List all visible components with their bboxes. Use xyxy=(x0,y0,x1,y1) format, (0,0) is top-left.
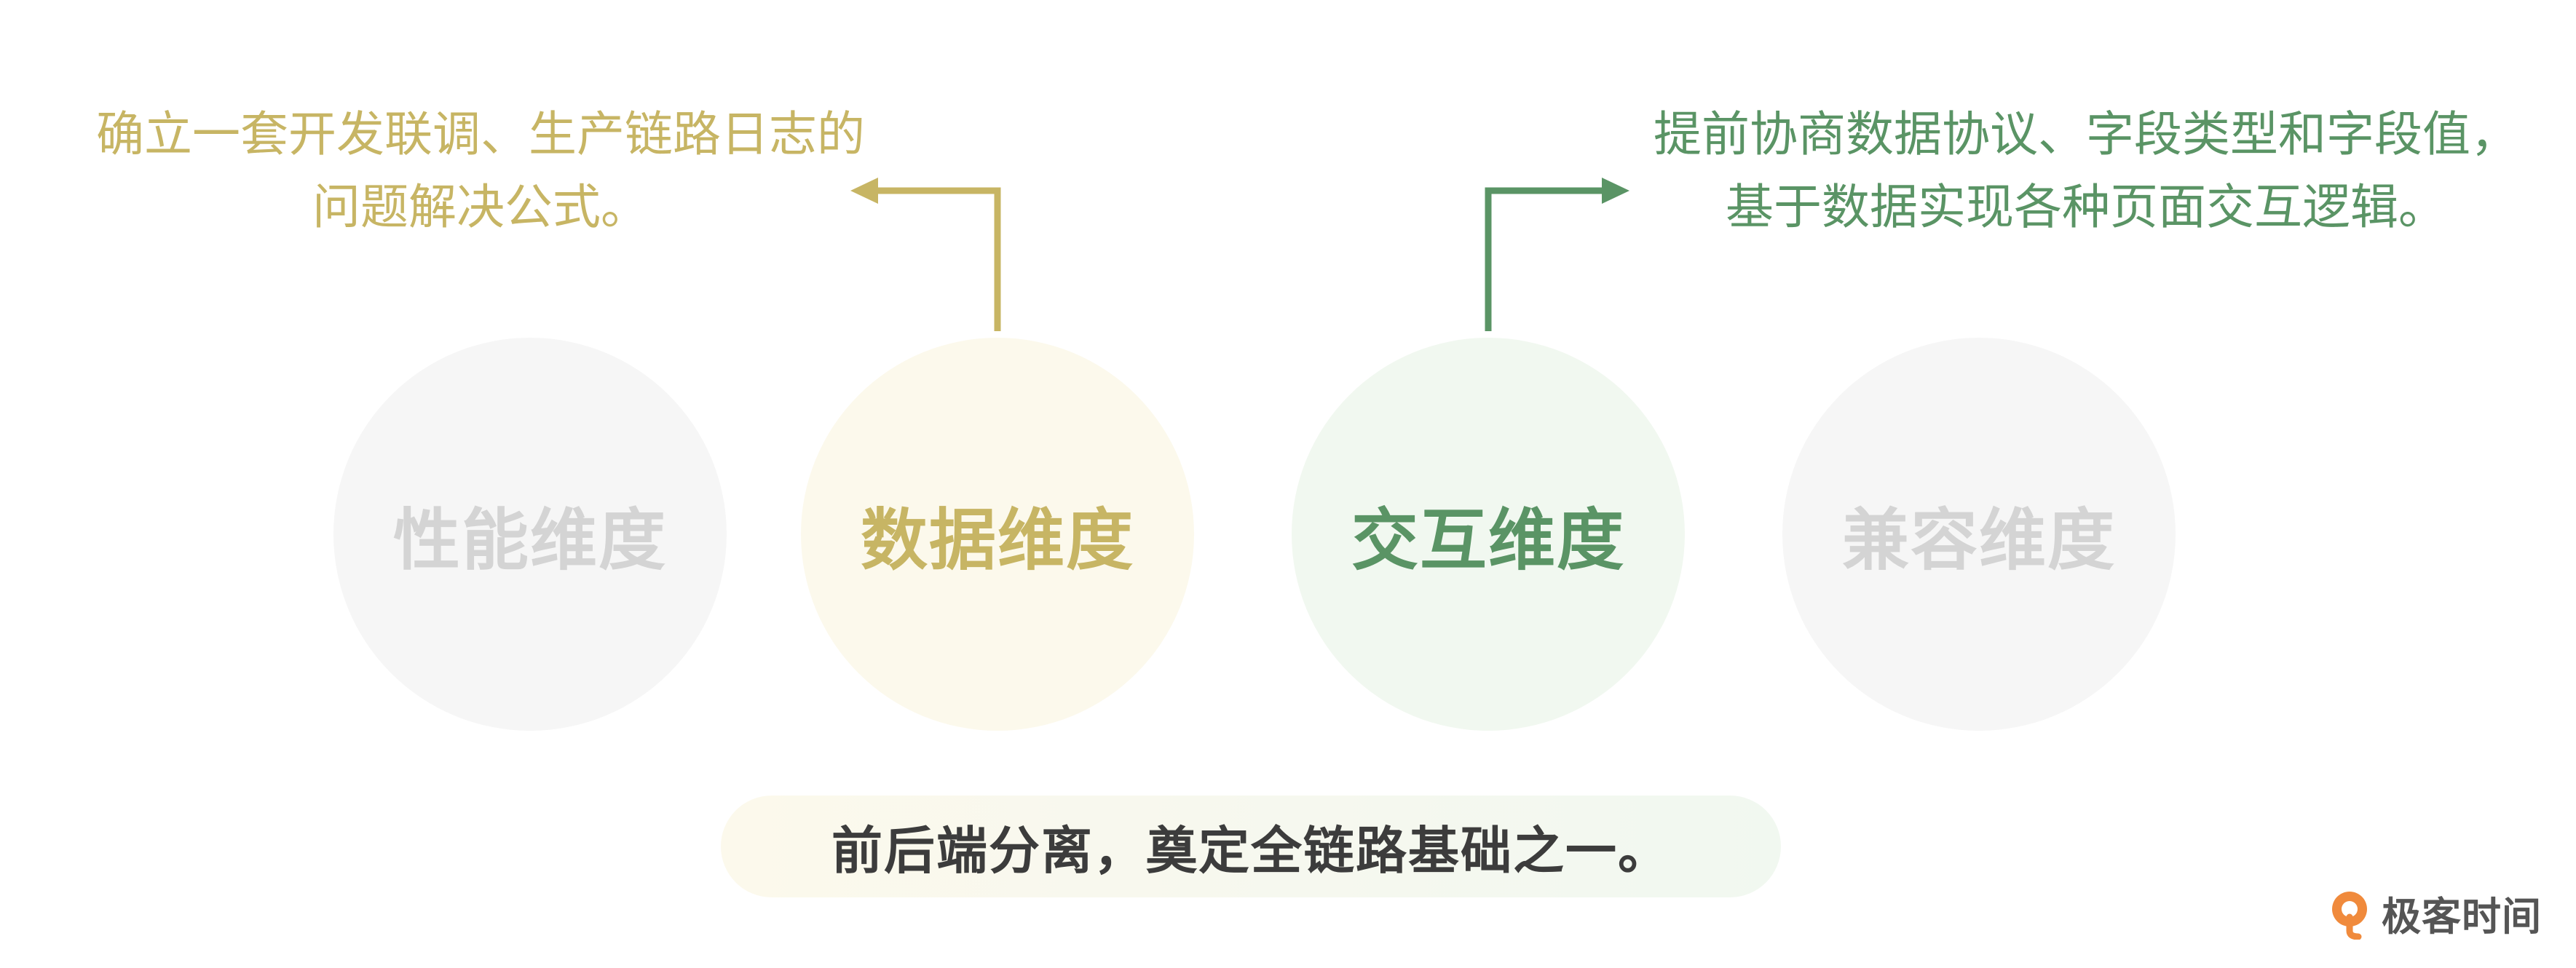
dimension-label-interaction: 交互维度 xyxy=(1351,501,1625,579)
dimension-label-data: 数据维度 xyxy=(860,501,1134,579)
interaction-dimension-arrow xyxy=(1485,187,1609,331)
data-dimension-arrowhead xyxy=(850,178,878,204)
data-dimension-note-line2: 问题解决公式。 xyxy=(312,179,649,235)
interaction-dimension-arrowhead xyxy=(1602,178,1629,204)
interaction-dimension-note: 提前协商数据协议、字段类型和字段值， 基于数据实现各种页面交互逻辑。 xyxy=(1609,98,2563,244)
dimension-circle-compatibility: 兼容维度 xyxy=(1782,338,2176,731)
brand-watermark: 极客时间 xyxy=(2326,884,2542,942)
data-dimension-note-line1: 确立一套开发联调、生产链路日志的 xyxy=(96,106,865,162)
dimension-circle-data: 数据维度 xyxy=(801,338,1194,731)
interaction-dimension-note-line2: 基于数据实现各种页面交互逻辑。 xyxy=(1726,179,2446,235)
dimension-circle-performance: 性能维度 xyxy=(333,338,727,731)
dimension-label-compatibility: 兼容维度 xyxy=(1841,501,2116,579)
summary-text: 前后端分离，奠定全链路基础之一。 xyxy=(831,820,1670,881)
data-dimension-arrow xyxy=(870,187,1001,331)
dimension-label-performance: 性能维度 xyxy=(392,501,667,579)
data-dimension-note: 确立一套开发联调、生产链路日志的 问题解决公式。 xyxy=(44,98,917,244)
geektime-logo-icon xyxy=(2332,891,2367,940)
summary-banner: 前后端分离，奠定全链路基础之一。 xyxy=(721,796,1781,897)
brand-name: 极客时间 xyxy=(2382,894,2542,940)
dimension-circle-interaction: 交互维度 xyxy=(1292,338,1685,731)
interaction-dimension-note-line1: 提前协商数据协议、字段类型和字段值， xyxy=(1654,106,2518,162)
